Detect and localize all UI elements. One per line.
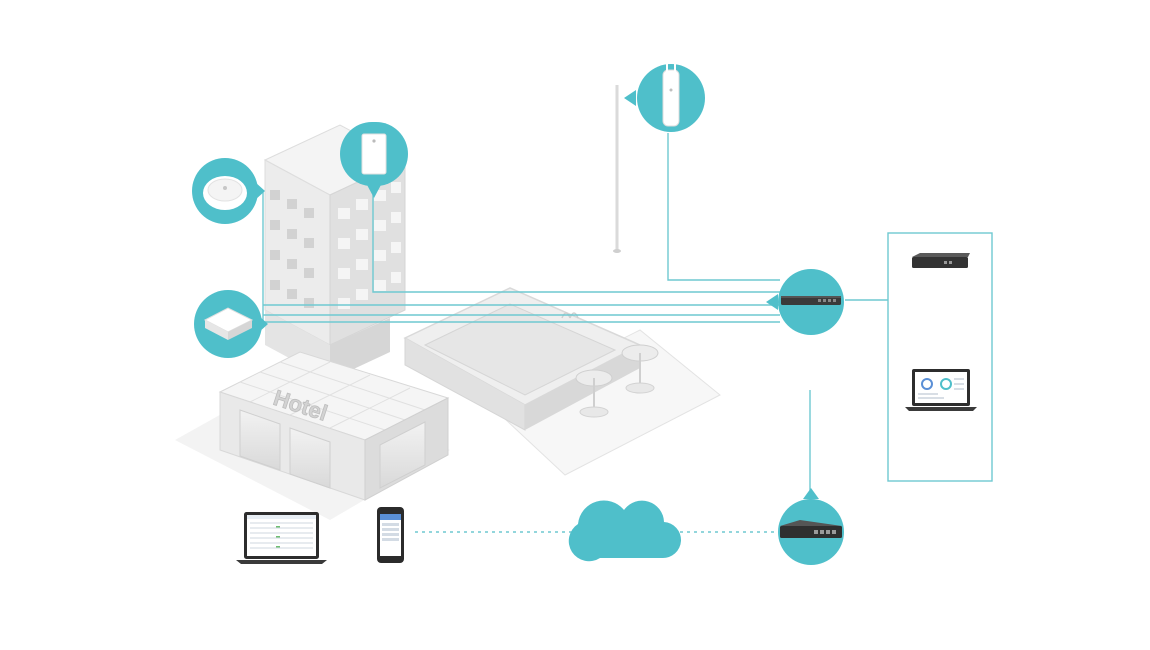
wall-plate-access-point-icon[interactable] [340,122,408,198]
laptop-controller-icon[interactable] [905,369,977,411]
smartphone-icon[interactable] [377,507,404,563]
ceiling-access-point-icon[interactable] [194,290,268,358]
swimming-pool [403,287,642,431]
hotel-building: Hotel [218,124,450,501]
beach-umbrella [621,344,659,394]
controller-panel [887,232,993,482]
hardware-controller-icon[interactable] [912,253,970,268]
laptop-icon[interactable] [236,512,327,564]
outdoor-access-point-icon[interactable] [624,64,705,132]
light-pole [613,85,621,253]
beach-umbrella [575,369,613,418]
poe-switch-icon[interactable] [766,269,844,335]
ceiling-access-point-icon[interactable] [192,158,265,224]
router-icon[interactable] [778,488,844,565]
cloud-icon [568,500,682,562]
